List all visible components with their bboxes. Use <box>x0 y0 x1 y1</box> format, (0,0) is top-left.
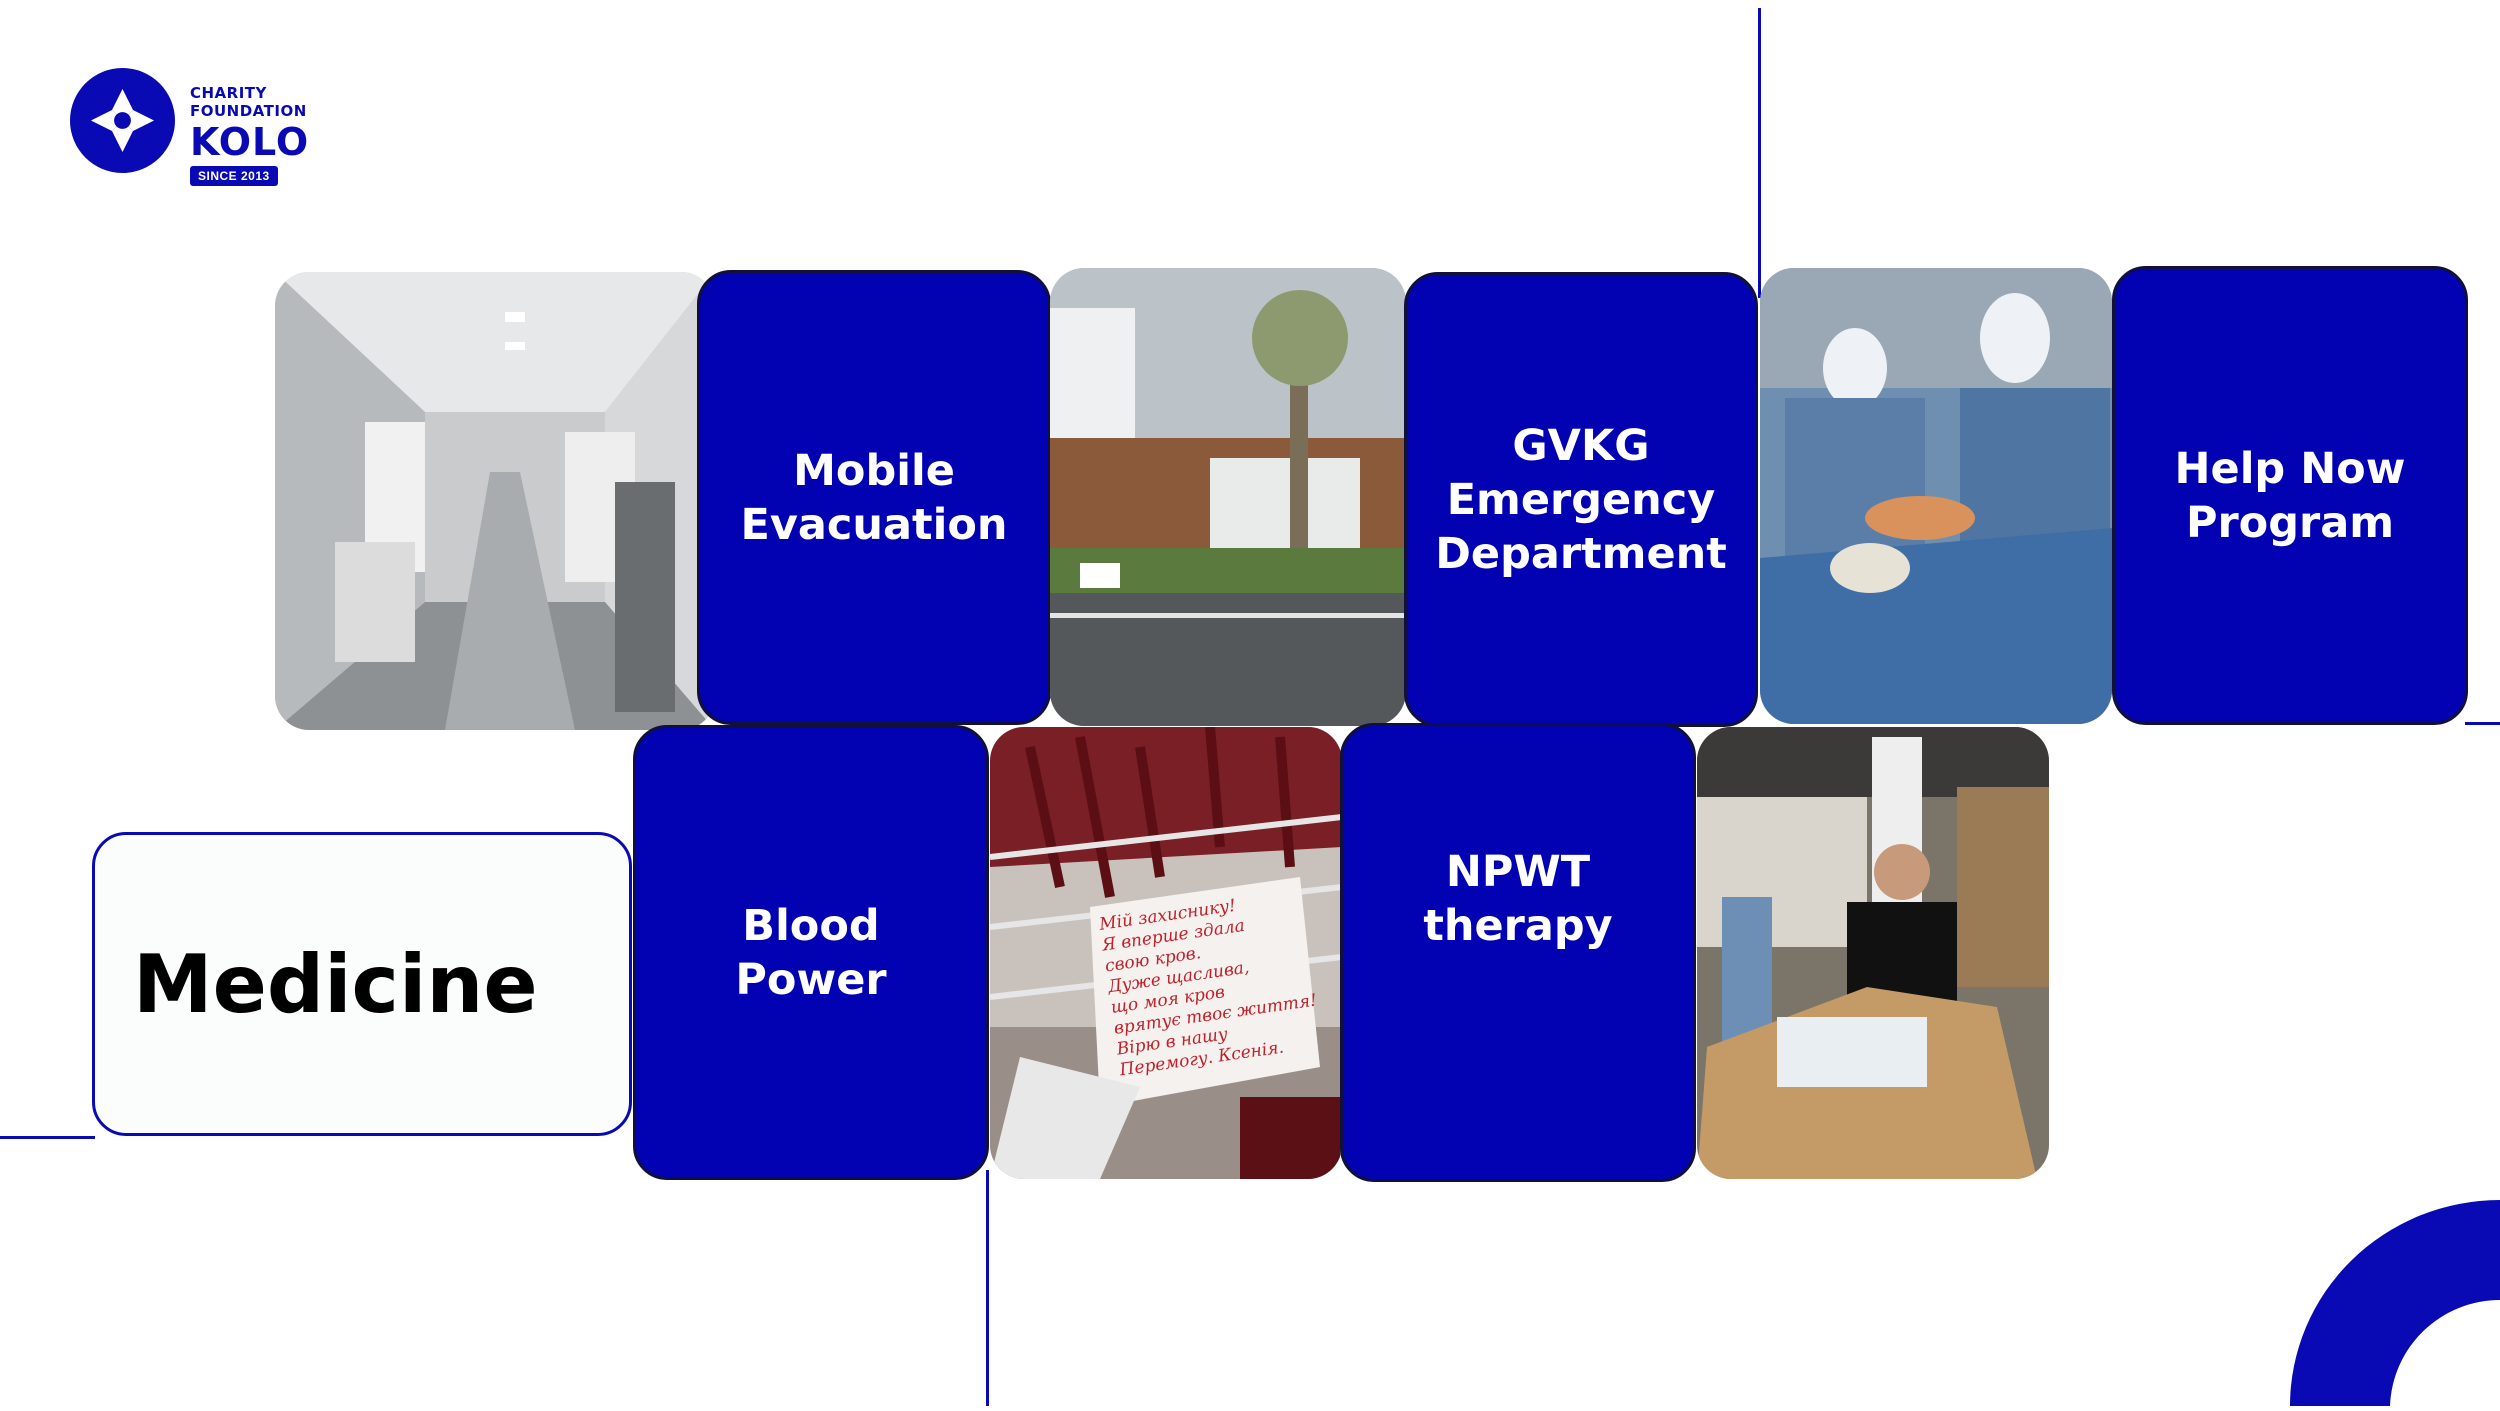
tile-mobile-evacuation-label: Mobile Evacuation <box>740 445 1008 550</box>
tile-help-now-program[interactable]: Help Now Program <box>2112 266 2468 725</box>
section-title-box: Medicine <box>92 832 632 1136</box>
blood-note-text: Мій захиснику! Я вперше здала свою кров.… <box>1098 895 1319 1081</box>
logo-line-foundation: FOUNDATION <box>190 102 307 120</box>
divider-vertical-bottom <box>986 1170 989 1406</box>
divider-horizontal-left <box>0 1136 95 1139</box>
tile-help-now-label: Help Now Program <box>2174 443 2406 548</box>
tile-gvkg-emergency-department[interactable]: GVKG Emergency Department <box>1404 272 1758 727</box>
photo-evacuation-train-interior <box>275 272 715 730</box>
logo-name: KOLO <box>190 120 310 164</box>
tile-mobile-evacuation[interactable]: Mobile Evacuation <box>697 270 1051 725</box>
logo-text: CHARITY FOUNDATION KOLO SINCE 2013 <box>190 84 309 186</box>
tile-blood-power[interactable]: Blood Power <box>633 725 989 1180</box>
tile-npwt-label: NPWT therapy <box>1423 846 1613 951</box>
tile-npwt-therapy[interactable]: NPWT therapy <box>1340 723 1696 1182</box>
tile-gvkg-label: GVKG Emergency Department <box>1435 420 1727 579</box>
kolo-logo-icon <box>70 68 175 173</box>
corner-arc-decoration <box>2290 1200 2500 1406</box>
since-badge: SINCE 2013 <box>190 166 278 186</box>
divider-horizontal-right <box>2465 722 2500 725</box>
photo-hospital-building <box>1050 268 1406 726</box>
tile-blood-power-label: Blood Power <box>735 900 887 1005</box>
section-title: Medicine <box>133 937 538 1031</box>
photo-man-with-medical-boxes <box>1697 727 2049 1179</box>
divider-vertical-top <box>1758 8 1761 298</box>
photo-surgeons-operating <box>1760 268 2112 724</box>
logo-line-charity: CHARITY <box>190 84 267 102</box>
photo-blood-bags-note: Мій захиснику! Я вперше здала свою кров.… <box>990 727 1342 1179</box>
